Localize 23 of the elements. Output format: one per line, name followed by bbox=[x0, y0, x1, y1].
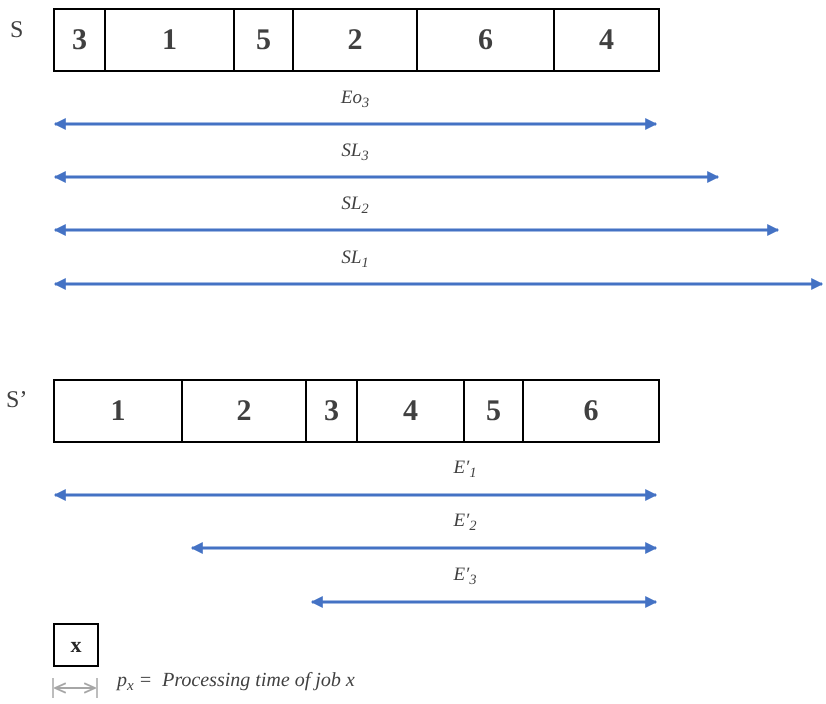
dimension-label: SL$_{2}$ bbox=[341, 194, 369, 213]
job-box: 3 bbox=[53, 8, 106, 72]
dimension-label: E′$_{2}$ bbox=[454, 511, 476, 530]
job-box: 2 bbox=[181, 379, 307, 443]
legend-note: p$_{x}$ = Processing time of job x bbox=[117, 670, 355, 690]
dimension-label: SL$_{1}$ bbox=[341, 248, 369, 267]
sequence-label: S’ bbox=[6, 388, 28, 412]
job-box: 5 bbox=[233, 8, 294, 72]
job-box: 6 bbox=[416, 8, 555, 72]
sequence-label: S bbox=[10, 18, 24, 42]
job-box: 1 bbox=[104, 8, 235, 72]
job-box: 6 bbox=[522, 379, 660, 443]
dimension-label: E′$_{1}$ bbox=[454, 458, 476, 477]
dimension-label: SL$_{3}$ bbox=[341, 141, 369, 160]
job-box: x bbox=[53, 623, 99, 667]
job-box: 5 bbox=[463, 379, 524, 443]
job-box: 2 bbox=[292, 8, 418, 72]
job-box: 4 bbox=[553, 8, 660, 72]
dimension-label: E′$_{3}$ bbox=[454, 565, 476, 584]
dimension-label: Eo$_{3}$ bbox=[340, 88, 370, 107]
job-box: 4 bbox=[356, 379, 465, 443]
job-box: 3 bbox=[305, 379, 358, 443]
job-box: 1 bbox=[53, 379, 183, 443]
